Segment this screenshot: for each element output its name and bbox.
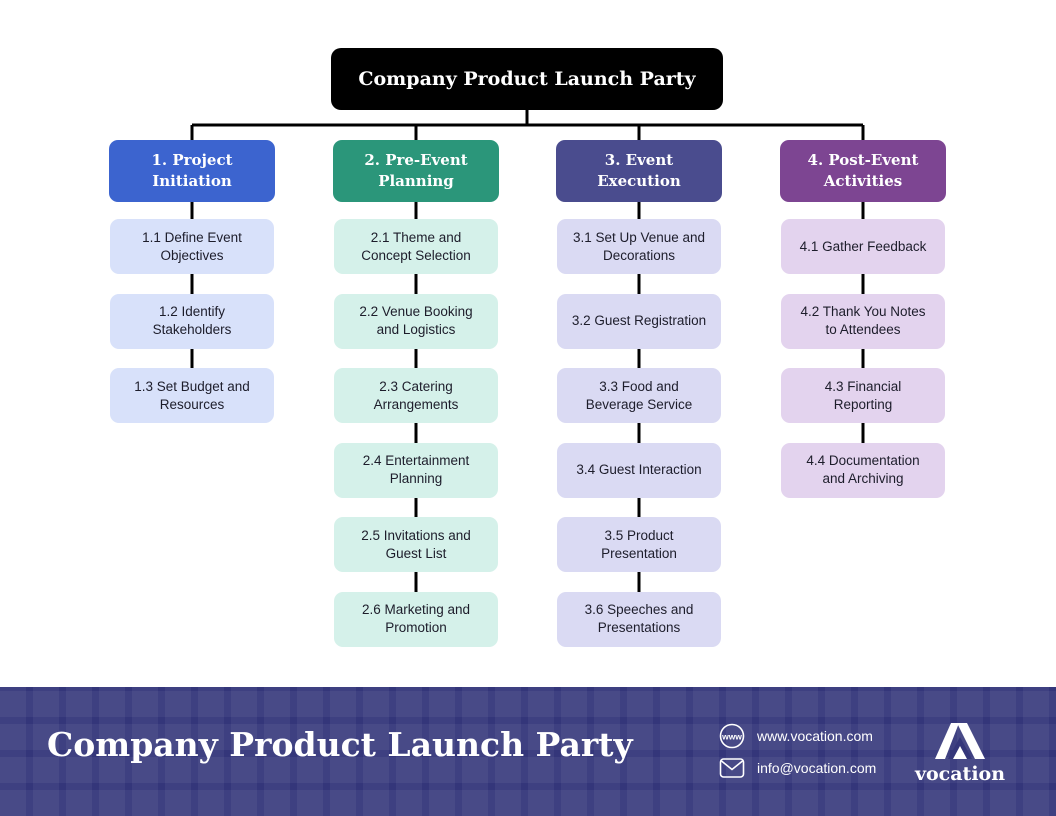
task-label: 2.3 Catering Arrangements (373, 378, 459, 412)
task-label: 3.4 Guest Interaction (576, 462, 702, 477)
task-label: 2.4 Entertainment Planning (362, 453, 470, 486)
task-node: 2.3 Catering Arrangements (334, 368, 498, 423)
svg-text:www: www (721, 732, 742, 742)
task-node: 4.1 Gather Feedback (781, 219, 945, 274)
branch-head-label: 1. Project Initiation (151, 151, 233, 190)
footer-title: Company Product Launch Party (47, 725, 633, 764)
task-label: 1.3 Set Budget and Resources (134, 378, 250, 412)
task-node: 2.2 Venue Booking and Logistics (334, 293, 498, 349)
logo-mark-icon (935, 723, 985, 759)
email-contact[interactable]: info@vocation.com (719, 757, 876, 779)
vocation-logo: vocation (910, 719, 1010, 789)
task-node: 1.2 Identify Stakeholders (110, 293, 274, 349)
task-node: 1.1 Define Event Objectives (110, 219, 274, 274)
website-link[interactable]: www.vocation.com (757, 728, 873, 744)
task-label: 3.3 Food and Beverage Service (585, 378, 693, 412)
email-link[interactable]: info@vocation.com (757, 760, 877, 776)
task-label: 2.2 Venue Booking and Logistics (359, 304, 473, 337)
task-node: 2.5 Invitations and Guest List (334, 517, 498, 572)
task-label: 1.1 Define Event Objectives (142, 229, 242, 263)
globe-www-icon: www (719, 723, 745, 749)
task-node: 3.3 Food and Beverage Service (557, 368, 721, 423)
task-label: 2.6 Marketing and Promotion (361, 602, 471, 635)
task-node: 2.4 Entertainment Planning (334, 442, 498, 498)
task-node: 3.1 Set Up Venue and Decorations (557, 219, 721, 274)
branch-head-label: 4. Post-Event Activities (807, 151, 919, 190)
task-node: 3.2 Guest Registration (557, 293, 721, 349)
task-label: 2.1 Theme and Concept Selection (361, 229, 471, 263)
branch-head-label: 3. Event Execution (597, 151, 681, 190)
logo-text: vocation (914, 763, 1006, 785)
task-label: 3.1 Set Up Venue and Decorations (572, 229, 706, 263)
task-label: 1.2 Identify Stakeholders (152, 304, 232, 337)
branch-head-label: 2. Pre-Event Planning (364, 151, 468, 190)
website-contact[interactable]: www www.vocation.com (719, 723, 873, 749)
task-node: 1.3 Set Budget and Resources (110, 368, 274, 423)
branch-head-3: 3. Event Execution (556, 140, 722, 202)
task-node: 2.1 Theme and Concept Selection (334, 219, 498, 274)
task-label: 4.1 Gather Feedback (799, 238, 927, 254)
task-label: 4.3 Financial Reporting (824, 378, 902, 412)
branch-head-4: 4. Post-Event Activities (780, 140, 946, 202)
task-node: 3.5 Product Presentation (557, 517, 721, 572)
root-node: Company Product Launch Party (331, 48, 723, 110)
task-node: 3.6 Speeches and Presentations (557, 591, 721, 647)
branch-head-1: 1. Project Initiation (109, 140, 275, 202)
task-node: 2.6 Marketing and Promotion (334, 591, 498, 647)
root-label: Company Product Launch Party (358, 68, 696, 90)
task-node: 4.2 Thank You Notes to Attendees (781, 293, 945, 349)
footer: Company Product Launch Party www www.voc… (0, 687, 1056, 816)
task-node: 3.4 Guest Interaction (557, 442, 721, 498)
task-label: 2.5 Invitations and Guest List (361, 527, 471, 561)
task-node: 4.3 Financial Reporting (781, 368, 945, 423)
task-node: 4.4 Documentation and Archiving (781, 442, 945, 498)
task-label: 3.5 Product Presentation (601, 527, 677, 561)
task-label: 3.2 Guest Registration (571, 313, 707, 328)
task-label: 4.4 Documentation and Archiving (806, 453, 920, 486)
envelope-icon (719, 758, 745, 778)
task-label: 4.2 Thank You Notes to Attendees (800, 304, 926, 337)
branch-head-2: 2. Pre-Event Planning (333, 140, 499, 202)
task-label: 3.6 Speeches and Presentations (584, 602, 694, 635)
